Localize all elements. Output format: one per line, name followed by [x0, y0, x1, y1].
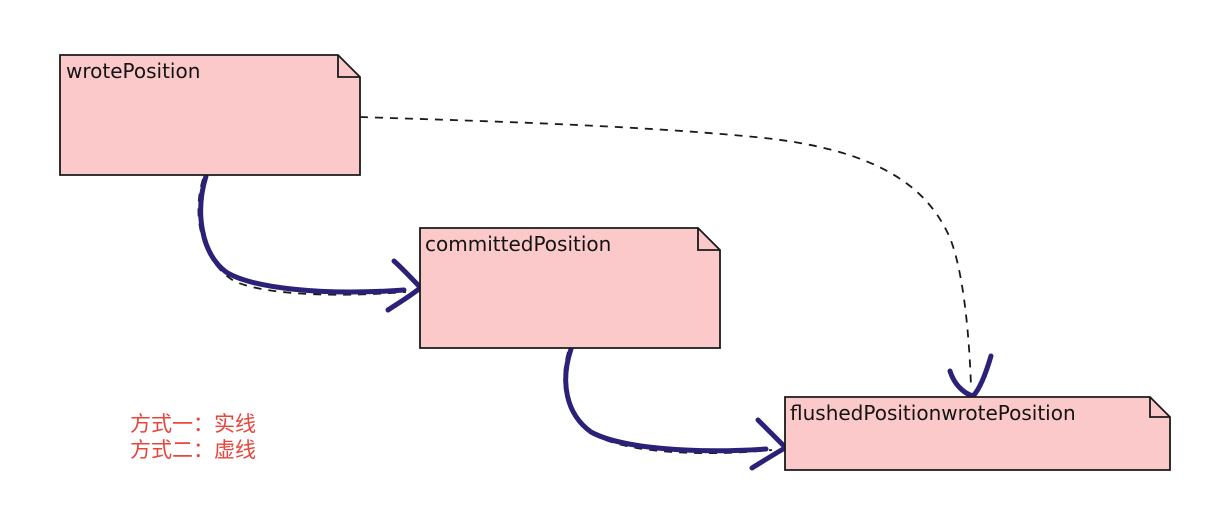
- arrowhead-upper-flushed-left: [755, 417, 788, 450]
- arrowhead-flushed-top-left-arm: [947, 368, 976, 399]
- note-flushed-position: [784, 396, 1171, 471]
- arrowhead-flushed-top: [947, 353, 994, 399]
- edge-solid-wrote-to-committed: [198, 173, 423, 313]
- note-flushed-position-shape: [784, 396, 1171, 471]
- note-label-flushed-position: flushedPositionwrotePosition: [790, 401, 1076, 425]
- arrowhead-flushed-top-right-arm: [970, 353, 994, 399]
- note-label-committed-position: committedPosition: [425, 232, 612, 256]
- arrowhead-lower-flushed-left: [749, 445, 788, 471]
- edge-dashed-wrote-to-flushed: [359, 116, 972, 387]
- note-committed-position-shape: [419, 227, 721, 349]
- note-committed-position-fold-icon: [697, 228, 720, 251]
- edge-solid-committed-to-flushed: [563, 346, 788, 471]
- legend-line-solid: 方式一：实线: [130, 412, 256, 436]
- note-wrote-position-shape: [59, 54, 361, 176]
- legend-line-dashed: 方式二：虚线: [130, 438, 256, 462]
- note-flushed-position-fold-icon: [1149, 397, 1170, 418]
- arrowhead-lower-committed: [385, 285, 423, 313]
- note-wrote-position: [59, 54, 361, 176]
- edge-dashed-wrote-to-committed: [197, 178, 407, 296]
- note-label-wrote-position: wrotePosition: [66, 59, 201, 83]
- note-wrote-position-fold-icon: [337, 55, 360, 78]
- note-committed-position: [419, 227, 721, 349]
- edge-solid-wrote-to-committed-line: [198, 173, 407, 295]
- legend: 方式一：实线 方式二：虚线: [130, 411, 256, 463]
- edge-solid-committed-to-flushed-line: [563, 346, 769, 454]
- arrowhead-upper-committed: [391, 258, 423, 290]
- edge-dashed-committed-to-flushed: [563, 351, 773, 455]
